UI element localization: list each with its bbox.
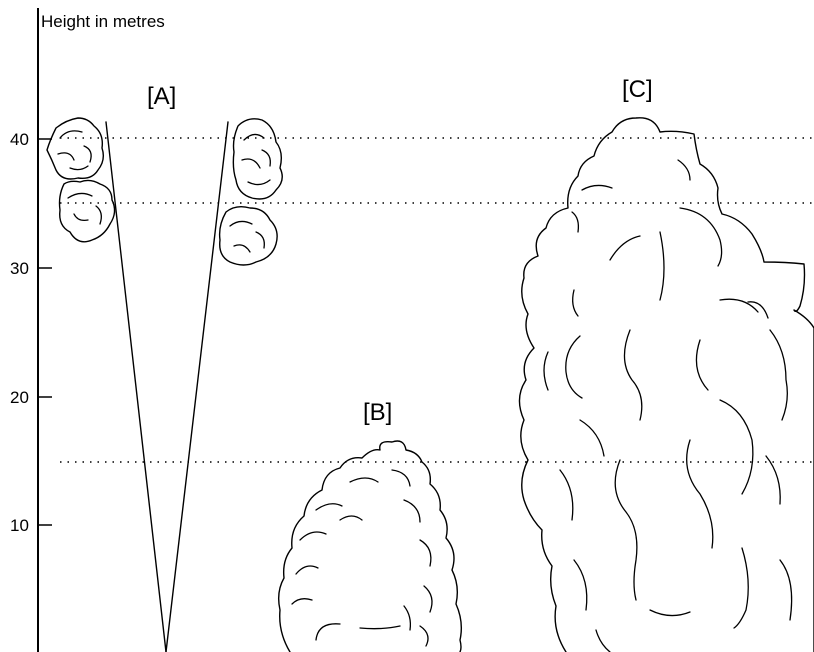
tree-c-outline bbox=[518, 117, 814, 652]
tree-b-drawing bbox=[277, 440, 463, 652]
tick-label-10: 10 bbox=[10, 516, 29, 535]
tree-a-trunk-right bbox=[165, 121, 229, 652]
tree-label-b: [B] bbox=[363, 399, 392, 426]
tree-a-crown-upper-left bbox=[46, 117, 105, 180]
tick-label-30: 30 bbox=[10, 259, 29, 278]
tree-a-crown-lower-left bbox=[58, 179, 116, 243]
tree-a-crown-upper-right bbox=[232, 118, 283, 200]
tree-a-drawing bbox=[46, 117, 283, 652]
tree-a-trunk-left bbox=[105, 121, 167, 652]
axis-title: Height in metres bbox=[41, 12, 165, 31]
tree-b-outline bbox=[277, 440, 463, 652]
tick-label-20: 20 bbox=[10, 388, 29, 407]
tick-label-40: 40 bbox=[10, 130, 29, 149]
tree-a-crown-lower-right bbox=[218, 205, 278, 266]
tree-c-drawing bbox=[518, 117, 814, 652]
tree-label-a: [A] bbox=[147, 83, 176, 110]
tree-label-c: [C] bbox=[622, 76, 653, 103]
